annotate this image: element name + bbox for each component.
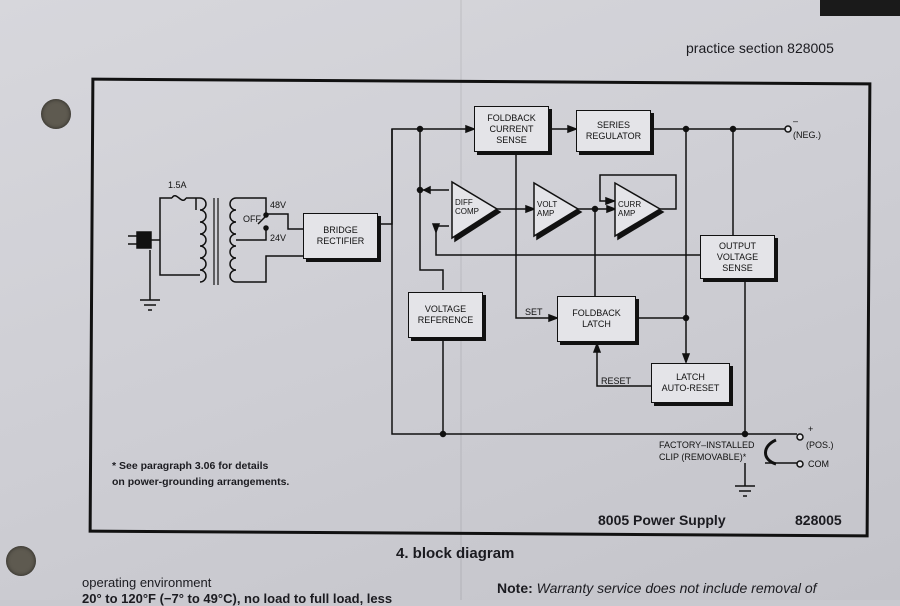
fuse-rating-label: 1.5A xyxy=(168,180,187,190)
background-edge xyxy=(820,0,900,16)
product-code: 828005 xyxy=(795,512,842,528)
transformer-icon xyxy=(195,197,237,285)
diff-comp-amplifier-icon xyxy=(451,180,499,240)
punch-hole xyxy=(6,546,36,576)
voltage-selector-switch xyxy=(257,213,269,225)
series-regulator-block: SERIES REGULATOR xyxy=(576,110,651,152)
warranty-note: Note: Warranty service does not include … xyxy=(497,580,817,596)
operating-environment-text: 20° to 120°F (−7° to 49°C), no load to f… xyxy=(82,591,393,606)
curr-amp-amplifier-icon xyxy=(614,181,662,238)
punch-hole xyxy=(41,99,71,129)
foldback-latch-block: FOLDBACK LATCH xyxy=(557,296,636,342)
reset-label: RESET xyxy=(601,376,632,386)
pos-terminal-label: (POS.) xyxy=(806,440,834,450)
product-name: 8005 Power Supply xyxy=(598,512,726,528)
warranty-note-text: Warranty service does not include remova… xyxy=(536,580,817,596)
section-label: practice section 828005 xyxy=(686,40,834,56)
power-plug-icon xyxy=(136,231,152,249)
neg-sign-label: – xyxy=(793,116,799,126)
clip-icon xyxy=(764,438,777,466)
bridge-rectifier-block: BRIDGE RECTIFIER xyxy=(303,213,378,259)
switch-off-label: OFF xyxy=(243,214,261,224)
foldback-current-sense-block: FOLDBACK CURRENT SENSE xyxy=(474,106,549,152)
curr-amp-label: CURR AMP xyxy=(618,200,642,218)
tap-48v-label: 48V xyxy=(270,200,287,210)
fuse-icon xyxy=(171,195,187,201)
figure-caption: 4. block diagram xyxy=(396,545,515,562)
neg-terminal-label: (NEG.) xyxy=(793,130,821,140)
com-terminal-label: COM xyxy=(808,459,829,469)
tap-24v-label: 24V xyxy=(270,233,287,243)
diff-comp-label: DIFF COMP xyxy=(455,198,479,216)
volt-amp-amplifier-icon xyxy=(533,181,580,238)
clip-label-line2: CLIP (REMOVABLE)* xyxy=(659,452,747,462)
voltage-reference-block: VOLTAGE REFERENCE xyxy=(408,292,483,338)
latch-auto-reset-block: LATCH AUTO-RESET xyxy=(651,363,730,403)
pos-sign-label: + xyxy=(808,424,814,434)
volt-amp-label: VOLT AMP xyxy=(537,200,558,218)
output-voltage-sense-block: OUTPUT VOLTAGE SENSE xyxy=(700,235,775,279)
clip-label-line1: FACTORY–INSTALLED xyxy=(659,440,755,450)
grounding-footnote: * See paragraph 3.06 for details on powe… xyxy=(112,460,290,488)
operating-environment-heading: operating environment xyxy=(82,575,212,590)
set-label: SET xyxy=(525,307,543,317)
warranty-note-label: Note: xyxy=(497,580,533,596)
